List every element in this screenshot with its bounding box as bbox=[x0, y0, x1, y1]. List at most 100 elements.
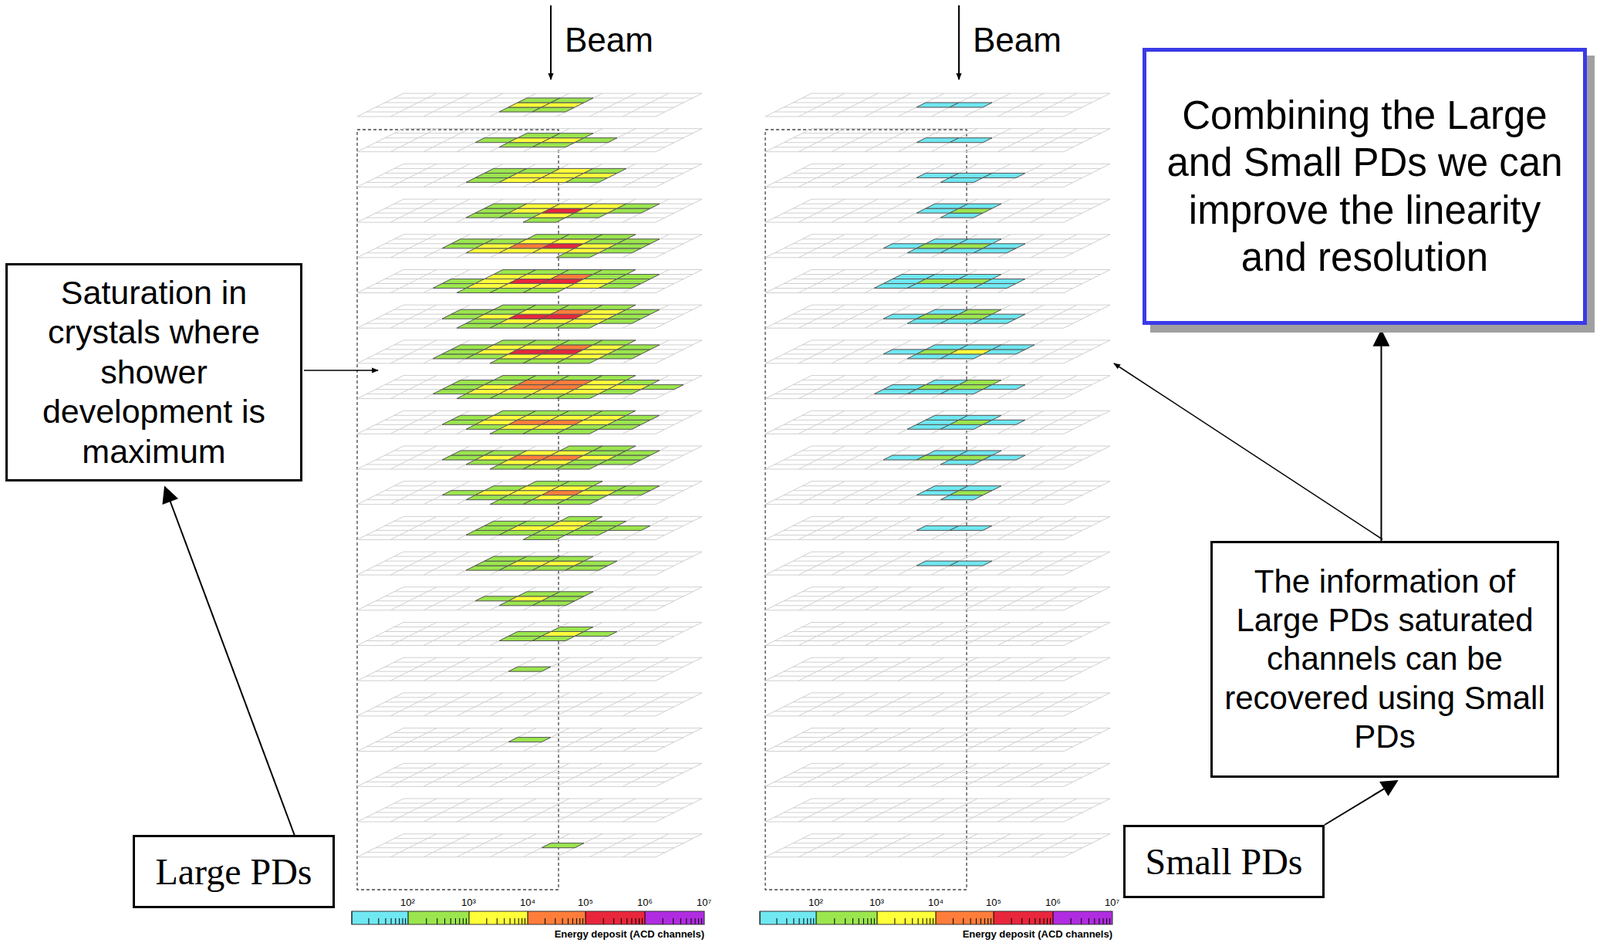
beam-arrow bbox=[958, 5, 960, 80]
crystal-cell bbox=[556, 428, 599, 434]
grid-line bbox=[403, 551, 703, 553]
colorbar-tick bbox=[698, 918, 699, 925]
colorbar-tick bbox=[626, 918, 628, 925]
grid-line bbox=[783, 741, 1083, 743]
name-box: Small PDs bbox=[1123, 824, 1325, 898]
colorbar-tick bbox=[1103, 918, 1104, 925]
grid-line bbox=[1063, 270, 1111, 294]
crystal-layer bbox=[357, 163, 703, 187]
grid-line bbox=[802, 696, 1101, 698]
summary-box: Combining the Large and Small PDs we can… bbox=[1142, 47, 1587, 325]
colorbar-tick bbox=[922, 918, 924, 925]
colorbar-tick bbox=[503, 918, 505, 925]
grid-line bbox=[655, 657, 703, 681]
crystal-layer bbox=[357, 410, 703, 434]
grid-line bbox=[403, 163, 703, 165]
grid-line bbox=[793, 807, 1092, 809]
crystal-layer bbox=[765, 551, 1111, 575]
grid-line bbox=[655, 270, 703, 294]
crystal-cell bbox=[940, 495, 983, 500]
crystal-cell bbox=[973, 318, 1017, 324]
crystal-cell bbox=[982, 349, 1026, 355]
crystal-cell bbox=[598, 424, 642, 429]
crystal-layer bbox=[765, 657, 1111, 681]
crystal-layer bbox=[765, 833, 1111, 858]
tick-label: 10³ bbox=[869, 897, 885, 908]
colorbar-tick bbox=[816, 911, 817, 925]
grid-line bbox=[403, 445, 703, 447]
grid-line bbox=[783, 671, 1083, 672]
colorbar-segment bbox=[527, 911, 586, 925]
crystal-cell bbox=[583, 520, 627, 526]
crystal-cell bbox=[556, 464, 599, 470]
grid-line bbox=[783, 635, 1083, 637]
crystal-cell bbox=[607, 208, 651, 213]
colorbar-tick bbox=[1046, 918, 1048, 925]
tick-label: 10⁷ bbox=[1104, 897, 1120, 908]
crystal-layer bbox=[357, 270, 703, 294]
grid-line bbox=[357, 539, 656, 541]
colorbar-segment bbox=[644, 911, 705, 925]
crystal-layer bbox=[357, 375, 703, 399]
node-text: Saturation in crystals where shower deve… bbox=[15, 273, 293, 473]
grid-line bbox=[774, 604, 1074, 606]
grid-line bbox=[1063, 551, 1111, 575]
grid-line bbox=[655, 445, 703, 470]
grid-line bbox=[357, 715, 656, 716]
colorbar-tick bbox=[576, 918, 578, 925]
crystal-cell bbox=[607, 490, 651, 496]
crystal-cell bbox=[541, 596, 584, 601]
crystal-layer bbox=[765, 410, 1111, 434]
crystal-cell bbox=[541, 843, 584, 848]
large-pd-stack bbox=[357, 93, 703, 890]
crystal-cell bbox=[992, 344, 1035, 350]
beam-label: Beam bbox=[564, 23, 654, 58]
colorbar-tick bbox=[644, 911, 646, 925]
colorbar-tick bbox=[496, 918, 498, 925]
crystal-cell bbox=[593, 270, 636, 275]
grid-line bbox=[1063, 762, 1111, 787]
grid-line bbox=[394, 661, 693, 663]
grid-line bbox=[802, 767, 1101, 769]
grid-line bbox=[765, 116, 1064, 118]
crystal-cell bbox=[982, 172, 1026, 178]
colorbar-tick bbox=[833, 918, 835, 925]
grid-line bbox=[774, 111, 1074, 113]
crystal-cell bbox=[940, 459, 983, 465]
crystal-cell bbox=[949, 208, 993, 213]
grid-line bbox=[1063, 199, 1111, 223]
grid-line bbox=[394, 767, 693, 769]
colorbar-tick bbox=[877, 911, 878, 925]
grid-line bbox=[366, 781, 665, 783]
grid-line bbox=[375, 705, 675, 707]
colorbar-tick bbox=[993, 911, 995, 925]
grid-line bbox=[793, 842, 1092, 844]
colorbar-tick bbox=[408, 911, 409, 925]
crystal-layer bbox=[765, 340, 1111, 364]
crystal-cell bbox=[949, 138, 993, 143]
grid-line bbox=[802, 732, 1101, 733]
grid-line bbox=[1063, 163, 1111, 187]
grid-line bbox=[774, 675, 1074, 677]
crystal-layer bbox=[357, 481, 703, 505]
crystal-cell bbox=[617, 309, 660, 314]
colorbar-tick bbox=[378, 918, 379, 925]
crystal-cell bbox=[958, 486, 1002, 491]
axis-title: Energy deposit (ACD channels) bbox=[554, 928, 705, 939]
grid-line bbox=[1063, 128, 1111, 152]
crystal-cell bbox=[556, 358, 599, 364]
grid-line bbox=[765, 503, 1064, 505]
colorbar-tick bbox=[813, 918, 814, 925]
crystal-cell bbox=[617, 486, 660, 491]
grid-line bbox=[774, 182, 1074, 183]
colorbar-tick bbox=[1043, 918, 1045, 925]
grid-line bbox=[1063, 304, 1111, 328]
grid-line bbox=[783, 847, 1083, 848]
crystal-cell bbox=[550, 97, 594, 103]
grid-line bbox=[403, 762, 703, 764]
crystal-cell bbox=[532, 600, 575, 606]
grid-line bbox=[384, 701, 684, 703]
grid-line bbox=[811, 128, 1111, 129]
crystal-layer bbox=[357, 657, 703, 681]
colorbar-tick bbox=[975, 918, 977, 925]
